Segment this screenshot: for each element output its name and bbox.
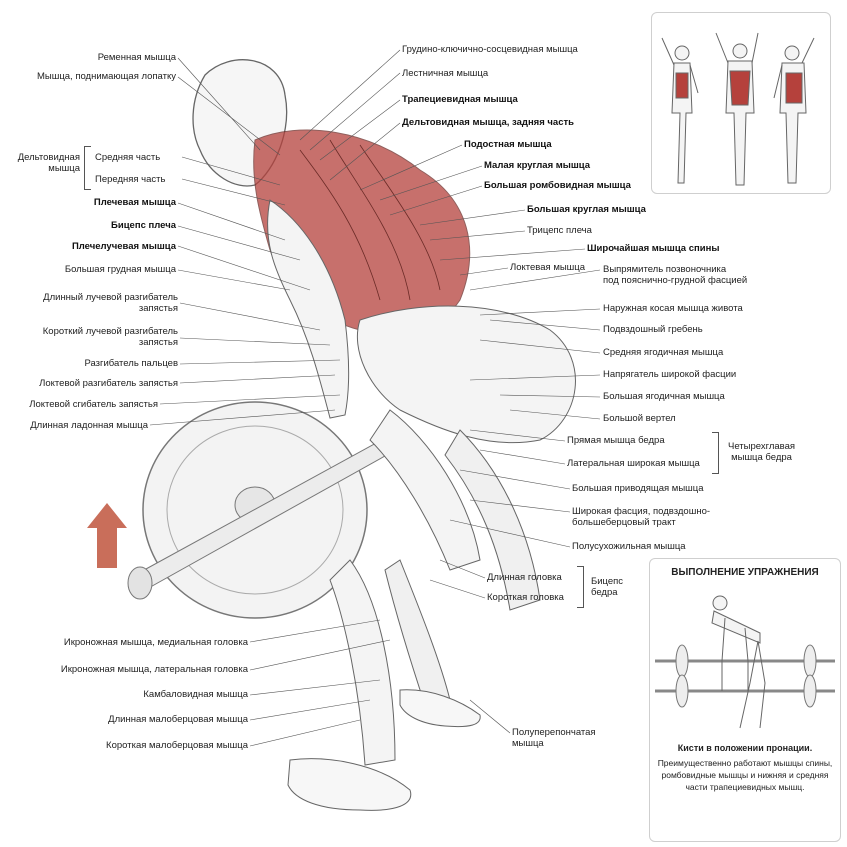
label-gastro-lat: Икроножная мышца, латеральная головка <box>60 664 248 675</box>
label-rectus-fem: Прямая мышца бедра <box>567 435 665 446</box>
label-deltoid-front: Передняя часть <box>95 174 166 185</box>
inset-figures <box>661 32 815 186</box>
brace-biceps-fem <box>577 566 584 608</box>
brace-quad <box>712 432 719 474</box>
label-ext-carpi-short: Короткий лучевой разгибатель запястья <box>42 326 178 348</box>
label-iliac-crest: Подвздошный гребень <box>603 324 703 335</box>
label-long-head: Длинная головка <box>487 572 562 583</box>
label-infraspinatus: Подостная мышца <box>464 139 552 150</box>
label-deltoid-middle: Средняя часть <box>95 152 161 163</box>
lower-leg <box>329 559 396 766</box>
label-triceps: Трицепс плеча <box>527 225 592 236</box>
label-ext-carpi-long: Длинный лучевой разгибатель запястья <box>43 292 178 314</box>
label-teres-major: Большая круглая мышца <box>527 204 646 215</box>
label-latissimus: Широчайшая мышца спины <box>587 243 720 254</box>
label-trapezius: Трапециевидная мышца <box>402 94 518 105</box>
label-ext-fingers: Разгибатель пальцев <box>84 358 178 369</box>
lift-direction-arrow <box>87 503 127 568</box>
exec-title: ВЫПОЛНЕНИЕ УПРАЖНЕНИЯ <box>671 567 819 578</box>
brace-deltoid <box>84 146 91 190</box>
label-peroneus-long: Длинная малоберцовая мышца <box>108 714 248 725</box>
label-trochanter: Большой вертел <box>603 413 676 424</box>
label-glute-med: Средняя ягодичная мышца <box>603 347 724 358</box>
arm <box>267 199 350 419</box>
label-adductor: Большая приводящая мышца <box>572 483 704 494</box>
leader-lines-right <box>299 49 601 734</box>
muscle-highlight-inset <box>651 12 831 194</box>
label-pectoral: Большая грудная мышца <box>64 264 176 275</box>
label-rhomboid: Большая ромбовидная мышца <box>484 180 631 191</box>
label-quad-group: Четырехглавая мышца бедра <box>728 441 796 463</box>
label-soleus: Камбаловидная мышца <box>143 689 248 700</box>
label-plechevaya: Плечевая мышца <box>93 197 176 208</box>
label-teres-minor: Малая круглая мышца <box>484 160 591 171</box>
label-biceps-fem-group: Бицепс бедра <box>591 576 624 598</box>
label-erector: Выпрямитель позвоночника под пояснично-г… <box>603 264 748 286</box>
label-podnim-lopatku: Мышца, поднимающая лопатку <box>36 71 176 82</box>
label-flex-carpi-uln: Локтевой сгибатель запястья <box>29 399 158 410</box>
label-gastro-med: Икроножная мышца, медиальная головка <box>63 637 248 648</box>
label-ext-oblique: Наружная косая мышца живота <box>603 303 743 314</box>
label-ext-carpi-uln: Локтевой разгибатель запястья <box>39 378 178 389</box>
label-anconeus: Локтевая мышца <box>510 262 586 273</box>
label-glute-max: Большая ягодичная мышца <box>603 391 725 402</box>
exec-description: Преимущественно работают мышцы спины, ро… <box>657 758 833 792</box>
label-semitend: Полусухожильная мышца <box>572 541 686 552</box>
label-palmaris: Длинная ладонная мышца <box>30 420 148 431</box>
label-scalene: Лестничная мышца <box>402 68 489 79</box>
label-short-head: Короткая головка <box>487 592 564 603</box>
exec-illustration <box>655 595 835 729</box>
hips <box>356 305 576 444</box>
shoe <box>287 758 412 811</box>
label-tfl: Напрягатель широкой фасции <box>603 369 737 380</box>
label-it-band: Широкая фасция, подвздошно- большеберцов… <box>572 506 711 528</box>
label-vastus-lat: Латеральная широкая мышца <box>567 458 700 469</box>
label-biceps: Бицепс плеча <box>111 220 176 231</box>
thigh <box>369 409 481 571</box>
label-deltoid-rear: Дельтовидная мышца, задняя часть <box>402 117 574 128</box>
label-plecheluch: Плечелучевая мышца <box>71 241 176 252</box>
exec-subtitle: Кисти в положении пронации. <box>677 743 813 753</box>
leader-lines-left <box>149 57 391 747</box>
label-semimemb: Полуперепончатая мышца <box>512 727 596 749</box>
label-scm: Грудино-ключично-сосцевидная мышца <box>402 44 578 55</box>
label-deltoid-group: Дельтовидная мышца <box>17 152 80 174</box>
label-peroneus-short: Короткая малоберцовая мышца <box>106 740 248 751</box>
exercise-execution-panel: ВЫПОЛНЕНИЕ УПРАЖНЕНИЯ Кисти в положении … <box>649 558 841 842</box>
label-remennaya: Ременная мышца <box>97 52 176 63</box>
